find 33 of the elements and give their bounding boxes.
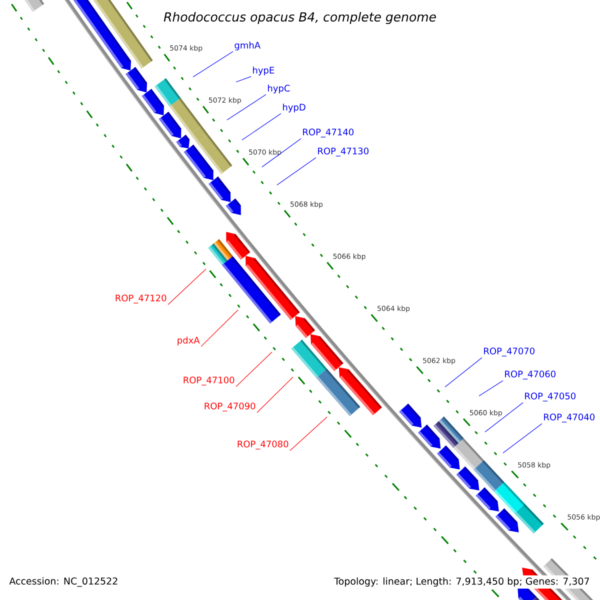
leader-line xyxy=(262,138,302,168)
gene-label: ROP_47050 xyxy=(525,392,576,402)
leader-line xyxy=(226,94,266,120)
title: Rhodococcus opacus B4, complete genome xyxy=(164,12,436,24)
gene-label: ROP_47090 xyxy=(204,402,256,412)
leader-line xyxy=(444,357,482,388)
gene-label: ROP_47060 xyxy=(505,370,556,380)
leader-line xyxy=(256,376,294,413)
gene-label: pdxA xyxy=(178,336,200,346)
accession-text: Accession: NC_012522 xyxy=(9,577,118,587)
gene-label: ROP_47070 xyxy=(484,348,534,356)
leader-line xyxy=(236,76,252,82)
gene-label: hypD xyxy=(283,104,306,112)
gene-label: gmhA xyxy=(234,42,260,50)
gene-label: hypC xyxy=(268,84,290,94)
gene-label: ROP_47040 xyxy=(544,414,594,422)
gene-label: ROP_47140 xyxy=(303,128,354,138)
leader-line xyxy=(236,352,272,387)
leader-line xyxy=(290,416,328,451)
leader-line xyxy=(242,113,282,140)
gene-label: ROP_47080 xyxy=(238,440,288,450)
leader-line xyxy=(478,380,504,396)
leader-line xyxy=(484,402,524,432)
leader-line xyxy=(200,310,238,347)
gene-label: ROP_47120 xyxy=(116,294,166,304)
leader-line xyxy=(192,51,234,78)
gene-label: hypE xyxy=(253,66,274,76)
leader-line xyxy=(276,157,316,186)
gene-label: ROP_47130 xyxy=(318,148,368,156)
leader-line xyxy=(168,268,206,305)
gene-label: ROP_47100 xyxy=(184,376,234,386)
leader-line xyxy=(502,423,542,454)
genome-info-text: Topology: linear; Length: 7,913,450 bp; Genes: 7,307 xyxy=(332,575,592,589)
